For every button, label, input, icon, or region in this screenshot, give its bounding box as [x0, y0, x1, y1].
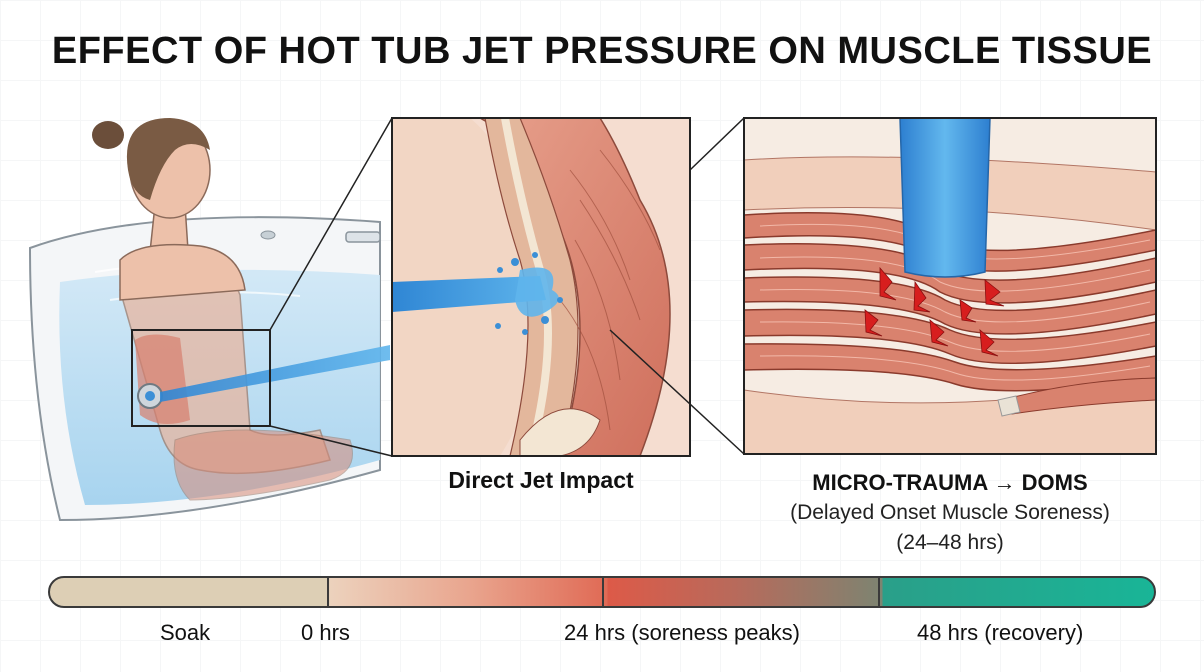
page-title: EFFECT OF HOT TUB JET PRESSURE ON MUSCLE…: [51, 30, 1153, 72]
recovery-timeline-bar: [48, 576, 1156, 608]
timeline-tick-0hrs: [327, 578, 329, 606]
timeline-label-48hrs: 48 hrs (recovery): [917, 620, 1084, 645]
timeline-label-soak: Soak: [160, 620, 211, 645]
jet-impact-caption: Direct Jet Impact: [448, 467, 634, 493]
timeline-label-0hrs: 0 hrs: [301, 620, 350, 645]
timeline-tick-48hrs: [878, 578, 880, 606]
timeline-label-24hrs: 24 hrs (soreness peaks): [564, 620, 800, 645]
timeline-tick-24hrs: [602, 578, 604, 606]
doms-timeframe: (24–48 hrs): [896, 531, 1004, 554]
zoom-box: [131, 329, 271, 427]
jet-stream-small: [137, 345, 390, 409]
micro-trauma-panel: [744, 118, 1156, 454]
micro-trauma-caption: MICRO-TRAUMA → DOMS: [812, 470, 1088, 495]
jet-impact-panel: [392, 118, 690, 456]
doms-definition: (Delayed Onset Muscle Soreness): [790, 501, 1110, 524]
